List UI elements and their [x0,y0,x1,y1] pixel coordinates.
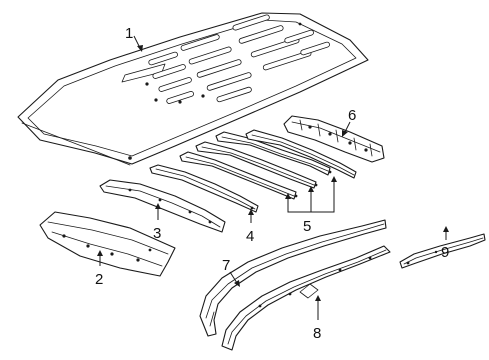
callout-6: 6 [348,107,356,124]
rear-rail-part-9[interactable] [399,233,486,269]
callout-1: 1 [125,25,133,42]
roof-bow-part-4[interactable] [149,164,259,213]
leader-lines [97,35,449,320]
roof-stamped-ribs [128,14,330,160]
front-header-part-2[interactable] [39,211,176,277]
roof-bow-part-5[interactable] [179,131,332,200]
callout-3: 3 [153,225,161,242]
callout-4: 4 [246,228,254,245]
roof-panel-part-1[interactable] [17,12,369,166]
roof-bow-part-3[interactable] [99,179,226,233]
callout-8: 8 [313,325,321,342]
callout-labels: 1 2 3 4 5 6 7 8 9 [95,25,449,342]
side-rail-part-7[interactable] [199,219,387,337]
callout-9: 9 [441,244,449,261]
roof-bow-upper-part-5[interactable] [245,129,357,179]
side-rail-part-8[interactable] [221,245,391,351]
rear-header-part-6[interactable] [283,115,385,163]
callout-2: 2 [95,271,103,288]
callout-5: 5 [303,218,311,235]
callout-7: 7 [222,257,230,274]
